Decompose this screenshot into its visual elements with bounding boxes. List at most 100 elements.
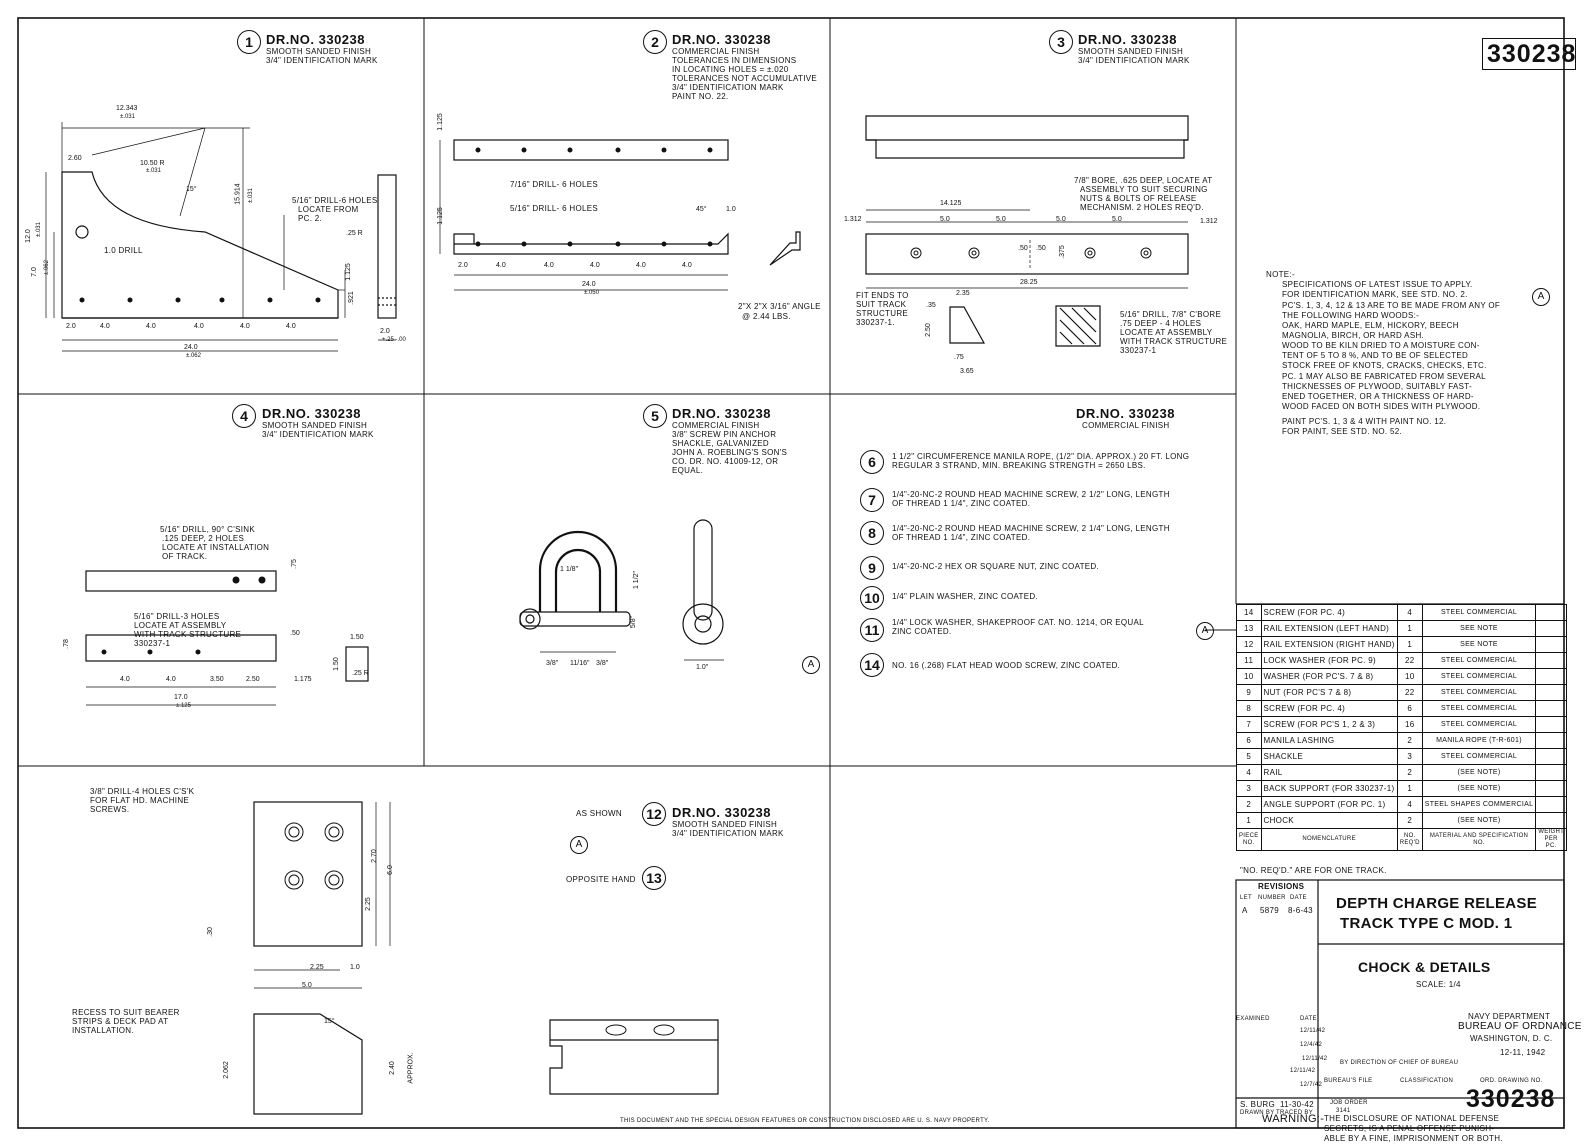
item-circle: 9 xyxy=(860,556,884,580)
hardware-drno: DR.NO. 330238 xyxy=(1076,406,1175,421)
note-line: TENT OF 5 TO 8 %, AND TO BE OF SELECTED xyxy=(1282,351,1469,360)
bom-piece-no: 3 xyxy=(1236,780,1262,797)
bom-nomenclature: CHOCK xyxy=(1260,812,1398,829)
bom-piece-no: 5 xyxy=(1236,748,1262,765)
detail-5-note: SHACKLE, GALVANIZED xyxy=(672,439,769,448)
callout-a-bom: A xyxy=(1196,622,1214,640)
title-drawing-number: 330238 xyxy=(1466,1085,1556,1113)
note-line: WOOD FACED ON BOTH SIDES WITH PLYWOOD. xyxy=(1282,402,1481,411)
sig-date: 12/4/42 xyxy=(1300,1042,1323,1048)
bom-weight xyxy=(1535,636,1567,653)
bom-weight xyxy=(1535,620,1567,637)
dim: 10.50 R xyxy=(140,160,165,167)
bom-qty: 22 xyxy=(1396,684,1423,701)
detail-1-drno: DR.NO. 330238 xyxy=(266,32,365,47)
dim: 14.125 xyxy=(940,200,962,207)
issue-date: 12-11, 1942 xyxy=(1500,1048,1546,1057)
dim: 2.50 xyxy=(924,323,932,337)
dim: 2.0 xyxy=(380,328,390,335)
dim: INSTALLATION. xyxy=(72,1026,134,1035)
drawing-number: 330238 xyxy=(1487,40,1577,68)
item-circle: 11 xyxy=(860,618,884,642)
bom-piece-no: 6 xyxy=(1236,732,1262,749)
dim: .75 DEEP - 4 HOLES xyxy=(1120,319,1202,328)
item-text: 1 1/2" CIRCUMFERENCE MANILA ROPE, (1/2" … xyxy=(892,452,1190,461)
bom-header-cell: NO. REQ'D xyxy=(1396,828,1423,851)
dim: 4.0 xyxy=(682,262,692,269)
dim: 3/8" xyxy=(596,660,609,667)
dim: ±.062 xyxy=(186,353,201,359)
dim: 4.0 xyxy=(286,323,296,330)
dim: 4.0 xyxy=(194,323,204,330)
bom-qty: 22 xyxy=(1396,652,1423,669)
bom-piece-no: 8 xyxy=(1236,700,1262,717)
dim: 5.0 xyxy=(1112,216,1122,223)
dim: .25 R xyxy=(346,230,363,237)
detail-12-drno: DR.NO. 330238 xyxy=(672,805,771,820)
dim: STRIPS & DECK PAD AT xyxy=(72,1017,169,1026)
callout-a-detail12: A xyxy=(570,836,588,854)
detail-1-note-2: 3/4" IDENTIFICATION MARK xyxy=(266,56,378,65)
dim: 1.175 xyxy=(294,676,312,683)
item-text: REGULAR 3 STRAND, MIN. BREAKING STRENGTH… xyxy=(892,461,1146,470)
bom-header-cell: NOMENCLATURE xyxy=(1260,828,1398,851)
dim: 4.0 xyxy=(146,323,156,330)
rev-header: NUMBER xyxy=(1258,895,1286,901)
bom-weight xyxy=(1535,652,1567,669)
note-line: THICKNESSES OF PLYWOOD, SUITABLY FAST- xyxy=(1282,382,1472,391)
sig-date: 12/11/42 xyxy=(1302,1056,1328,1062)
dim: .78 xyxy=(62,639,70,649)
dim: 1 1/8" xyxy=(560,566,579,573)
dim: 4.0 xyxy=(240,323,250,330)
dim: 4.0 xyxy=(166,676,176,683)
detail-2-circle: 2 xyxy=(643,30,667,54)
detail-2-drno: DR.NO. 330238 xyxy=(672,32,771,47)
note-line: OAK, HARD MAPLE, ELM, HICKORY, BEECH xyxy=(1282,321,1459,330)
bom-weight xyxy=(1535,796,1567,813)
bom-nomenclature: SCREW (FOR PC. 4) xyxy=(1260,604,1398,621)
dim: SCREWS. xyxy=(90,805,130,814)
dim: 1.50 xyxy=(350,634,364,641)
dim: 1.0" xyxy=(696,664,709,671)
dim: .921 xyxy=(347,291,355,305)
for-bureau: BY DIRECTION OF CHIEF OF BUREAU xyxy=(1340,1060,1459,1066)
dim: 2.60 xyxy=(68,155,82,162)
detail-4-note: SMOOTH SANDED FINISH xyxy=(262,421,368,430)
drawn-date: 11-30-42 xyxy=(1280,1100,1314,1109)
dim: 1.312 xyxy=(844,216,862,223)
bom-qty: 1 xyxy=(1396,620,1423,637)
callout-a-item14: A xyxy=(802,656,820,674)
dim: 4.0 xyxy=(544,262,554,269)
detail-5-note: EQUAL. xyxy=(672,466,704,475)
subtitle: CHOCK & DETAILS xyxy=(1358,959,1491,975)
bom-material: STEEL COMMERCIAL xyxy=(1421,684,1537,701)
bom-piece-no: 2 xyxy=(1236,796,1262,813)
bom-weight xyxy=(1535,732,1567,749)
bom-material: SEE NOTE xyxy=(1421,636,1537,653)
dim: ±.031 xyxy=(120,114,135,120)
bom-weight xyxy=(1535,748,1567,765)
dim: 2.35 xyxy=(956,290,970,297)
dim: 12.343 xyxy=(116,105,138,112)
note-line: FOR PAINT, SEE STD. NO. 52. xyxy=(1282,427,1402,436)
bom-nomenclature: NUT (FOR PC'S 7 & 8) xyxy=(1260,684,1398,701)
dim: 1.125 xyxy=(436,207,444,225)
note-line: PC. 1 MAY ALSO BE FABRICATED FROM SEVERA… xyxy=(1282,372,1486,381)
dim: 5.0 xyxy=(302,982,312,989)
note-line: THE FOLLOWING HARD WOODS:- xyxy=(1282,311,1420,320)
bom-material: STEEL COMMERCIAL xyxy=(1421,716,1537,733)
bom-nomenclature: MANILA LASHING xyxy=(1260,732,1398,749)
classification-label: CLASSIFICATION xyxy=(1400,1078,1454,1084)
scale: SCALE: 1/4 xyxy=(1416,980,1461,989)
org-1: NAVY DEPARTMENT xyxy=(1468,1012,1551,1021)
item-text: NO. 16 (.268) FLAT HEAD WOOD SCREW, ZINC… xyxy=(892,661,1121,670)
as-shown-label: AS SHOWN xyxy=(576,809,622,818)
dim: 45° xyxy=(696,206,707,213)
dim: .75 xyxy=(290,559,298,569)
dim: ASSEMBLY TO SUIT SECURING xyxy=(1080,185,1208,194)
